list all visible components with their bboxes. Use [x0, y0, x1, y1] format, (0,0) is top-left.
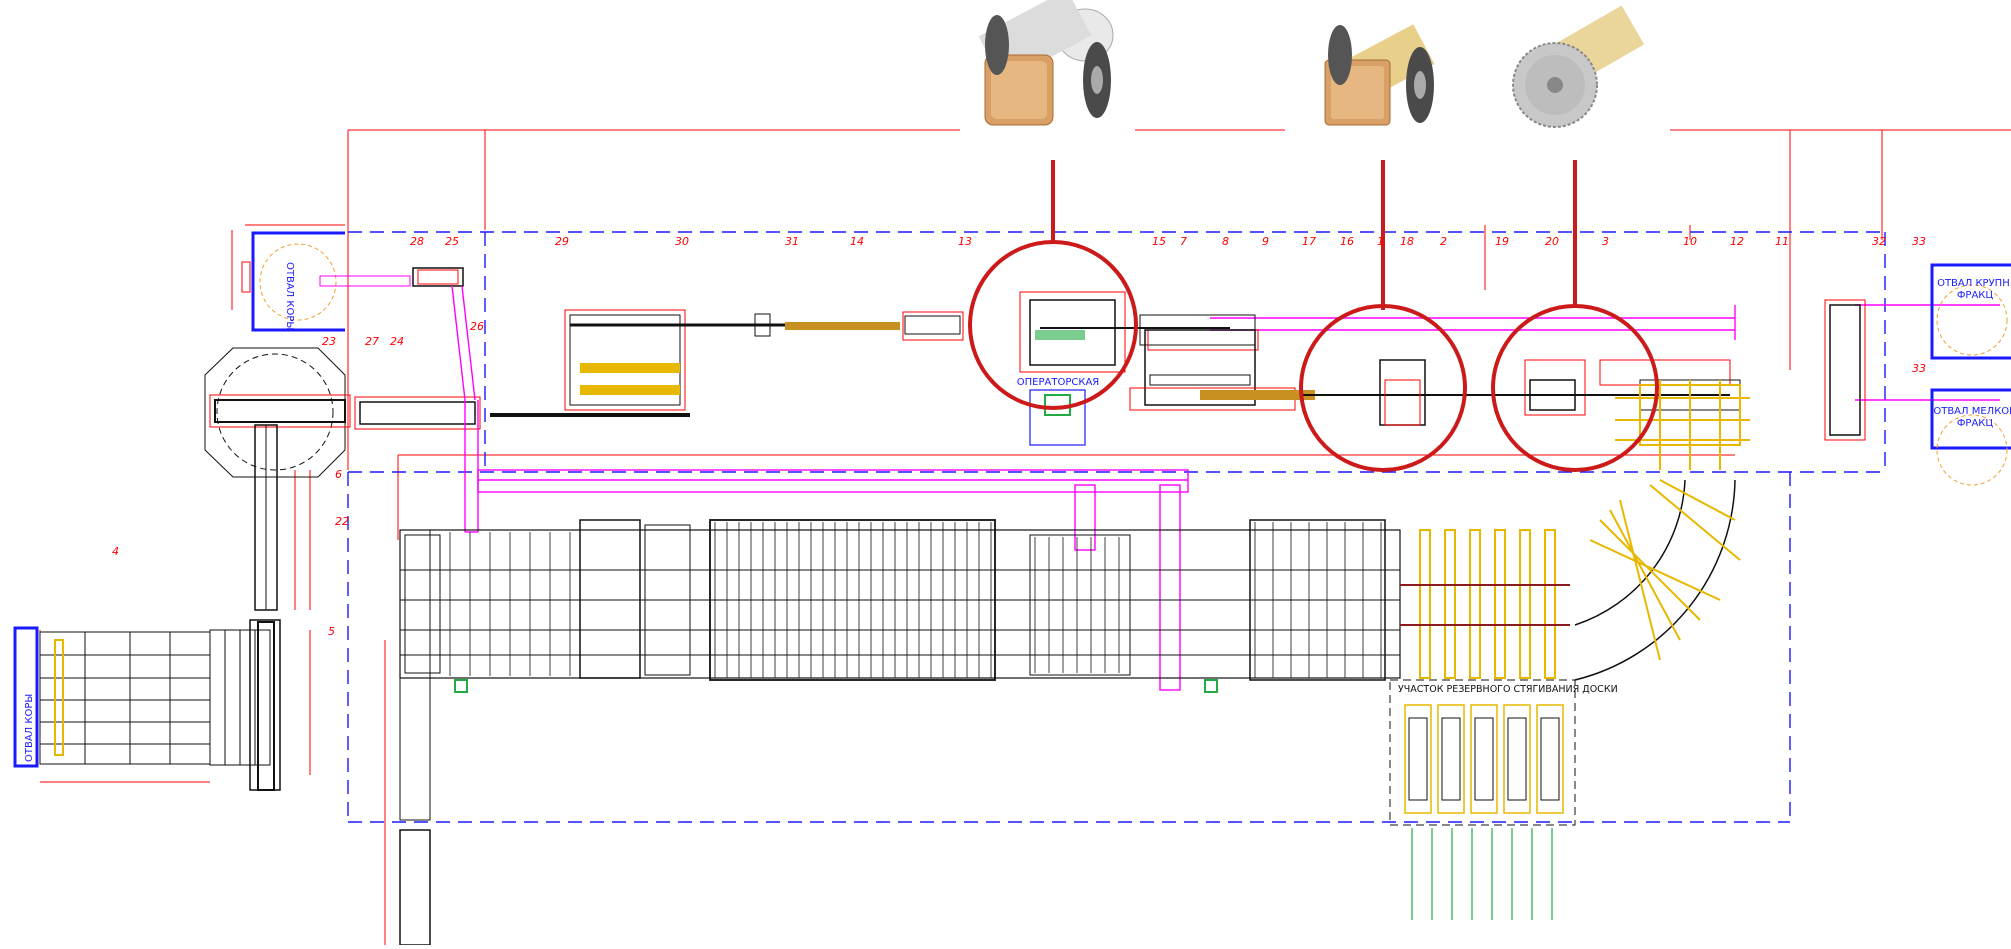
- callout-label: 3: [1602, 235, 1609, 248]
- illustration-cant-two-saws: [1324, 24, 1435, 126]
- callout-label: 19: [1495, 235, 1509, 248]
- callout-label: 32: [1872, 235, 1886, 248]
- highlight-circles: [968, 160, 1659, 472]
- fine-dump-label-2: ФРАКЦ: [1957, 418, 1994, 429]
- bark-dump-left-label: ОТВАЛ КОРЫ: [24, 694, 35, 762]
- sorting-bins: [449, 522, 1382, 678]
- building-boundary: [347, 231, 1886, 823]
- callout-label: 31: [785, 235, 799, 248]
- bottom-sorting-line: [399, 519, 1401, 946]
- fine-dump-label-1: ОТВАЛ МЕЛКОЙ: [1933, 404, 2011, 417]
- callout-label: 13: [958, 235, 972, 248]
- callout-label: 17: [1302, 235, 1316, 248]
- callout-label: 2: [1440, 235, 1447, 248]
- conveyors: [451, 285, 2000, 691]
- callout-label: 14: [850, 235, 864, 248]
- callout-label: 11: [1775, 235, 1789, 248]
- callout-label: 18: [1400, 235, 1414, 248]
- callout-label: 23: [322, 335, 336, 348]
- callout-label: 8: [1222, 235, 1229, 248]
- callout-label: 24: [390, 335, 404, 348]
- callout-label: 25: [445, 235, 459, 248]
- callout-label: 1: [1377, 235, 1384, 248]
- illustration-circular-saw: [1512, 5, 1645, 128]
- callout-label: 28: [410, 235, 424, 248]
- callout-label: 10: [1683, 235, 1697, 248]
- bark-dump-top-label: ОТВАЛ КОРЫ: [284, 262, 295, 330]
- operator-room: ОПЕРАТОРСКАЯ: [1017, 377, 1099, 446]
- callout-label: 15: [1152, 235, 1166, 248]
- callout-label: 9: [1262, 235, 1269, 248]
- middle-processing-line: [1129, 329, 1741, 426]
- callout-label: 33: [1912, 235, 1926, 248]
- bark-dump-top: ОТВАЛ КОРЫ: [241, 231, 345, 332]
- bark-dump-left: ОТВАЛ КОРЫ: [13, 621, 275, 791]
- operator-room-label: ОПЕРАТОРСКАЯ: [1017, 377, 1099, 388]
- callout-label: 7: [1180, 235, 1187, 248]
- callout-label: 5: [328, 625, 335, 638]
- debarker-unit: [204, 347, 351, 478]
- curved-transfer: [1574, 380, 1750, 681]
- dimension-lines: [39, 129, 2011, 945]
- log-infeed-units: [319, 267, 481, 430]
- right-dump-stations: ОТВАЛ КРУПН. ФРАКЦ ОТВАЛ МЕЛКОЙ ФРАКЦ: [1824, 263, 2011, 486]
- illustration-log-two-saws: [978, 0, 1114, 126]
- callout-label: 29: [555, 235, 569, 248]
- callout-label: 12: [1730, 235, 1744, 248]
- callout-label: 20: [1545, 235, 1559, 248]
- coarse-dump-label-1: ОТВАЛ КРУПН.: [1937, 278, 2011, 289]
- top-production-line: [490, 291, 1259, 417]
- callout-label: 27: [365, 335, 379, 348]
- callout-label: 4: [112, 545, 119, 558]
- callout-label: 26: [470, 320, 484, 333]
- callout-label: 30: [675, 235, 689, 248]
- board-lanes: [1400, 529, 1570, 679]
- callout-label: 16: [1340, 235, 1354, 248]
- coarse-dump-label-2: ФРАКЦ: [1957, 290, 1994, 301]
- reserve-area-label: УЧАСТОК РЕЗЕРВНОГО СТЯГИВАНИЯ ДОСКИ: [1398, 684, 1618, 695]
- reserve-stacking-area: УЧАСТОК РЕЗЕРВНОГО СТЯГИВАНИЯ ДОСКИ: [1389, 679, 1618, 920]
- callout-label: 22: [335, 515, 349, 528]
- callout-label: 33: [1912, 362, 1926, 375]
- callout-label: 6: [335, 468, 342, 481]
